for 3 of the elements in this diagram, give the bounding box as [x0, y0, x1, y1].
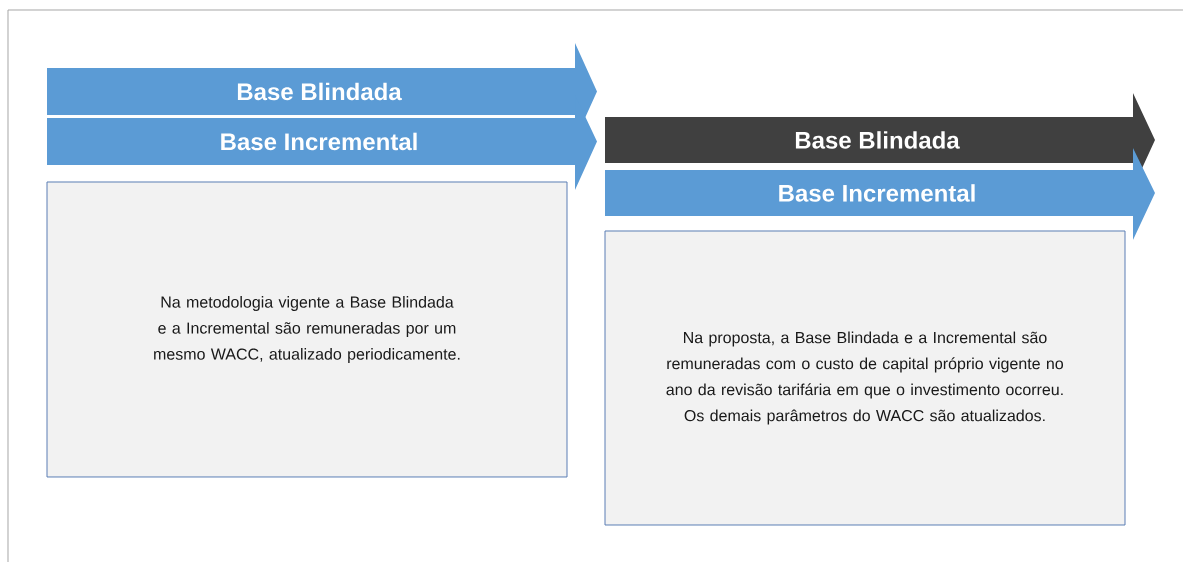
text-box: Na proposta, a Base Blindada e a Incremental são remuneradas com o custo de capital próprio vigente no ano da revisão tarifária em que o investimento ocorreu. Os demais parâmetros do WACC são atualizados. [604, 230, 1126, 526]
text-box: Na metodologia vigente a Base Blindada e a Incremental são remuneradas por um mesmo WACC, atualizado periodicamente. [46, 181, 568, 478]
title-banner: Base Incremental [605, 148, 1155, 240]
